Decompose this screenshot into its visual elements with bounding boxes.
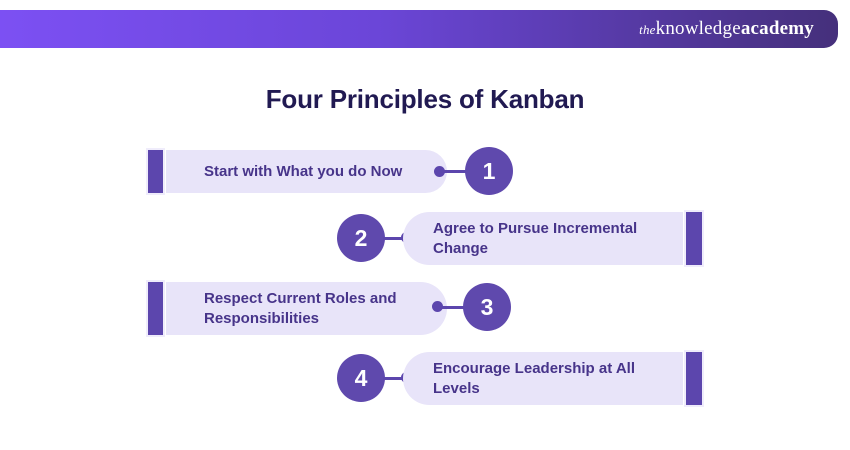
accent-bar-4 xyxy=(686,352,702,405)
principle-2-text-line2: Change xyxy=(433,239,489,257)
number-circle-2: 2 xyxy=(337,214,385,262)
logo-knowledge: knowledge xyxy=(655,18,741,39)
connector-dot-3 xyxy=(432,301,443,312)
logo-the: the xyxy=(639,22,656,37)
accent-bar-1 xyxy=(148,150,163,193)
principle-4-text: Encourage Leadership at All xyxy=(433,359,635,377)
principle-pill-1: Start with What you do Now xyxy=(166,150,447,193)
principle-pill-2: Agree to Pursue Incremental Change xyxy=(403,212,683,265)
principle-3-text-line2: Responsibilities xyxy=(204,309,320,327)
principle-3-text: Respect Current Roles and xyxy=(204,289,397,307)
principle-pill-4: Encourage Leadership at All Levels xyxy=(403,352,683,405)
header-bar: theknowledgeacademy xyxy=(0,10,838,48)
accent-bar-2 xyxy=(686,212,702,265)
number-circle-1: 1 xyxy=(465,147,513,195)
principle-pill-3: Respect Current Roles and Responsibiliti… xyxy=(166,282,447,335)
number-circle-4: 4 xyxy=(337,354,385,402)
number-circle-3: 3 xyxy=(463,283,511,331)
logo-academy: academy xyxy=(740,18,814,39)
principle-2-text: Agree to Pursue Incremental xyxy=(433,219,638,237)
knowledge-academy-logo: theknowledgeacademy xyxy=(639,18,814,40)
connector-dot-1 xyxy=(434,166,445,177)
page-title: Four Principles of Kanban xyxy=(265,84,585,114)
connector-line-2 xyxy=(383,237,409,240)
accent-bar-3 xyxy=(148,282,163,335)
connector-line-4 xyxy=(383,377,409,380)
connector-line-1 xyxy=(438,170,468,173)
connector-line-3 xyxy=(436,306,466,309)
principle-1-text: Start with What you do Now xyxy=(204,162,403,180)
principle-4-text-line2: Levels xyxy=(433,379,480,397)
